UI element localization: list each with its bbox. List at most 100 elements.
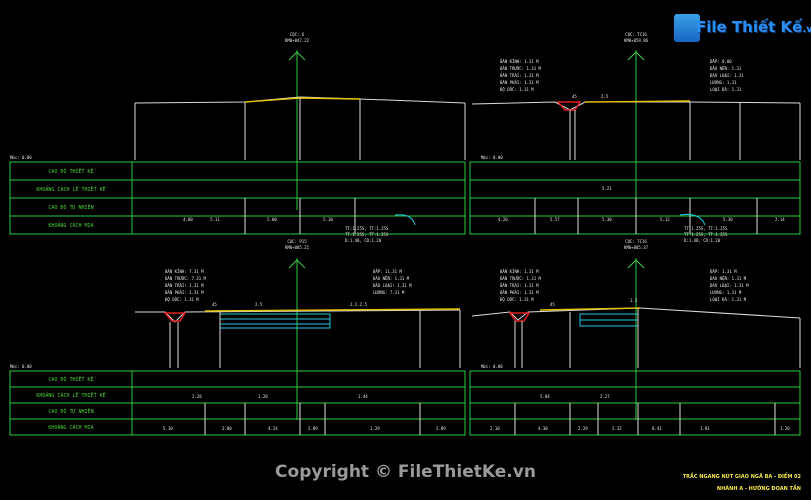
svg-text:2.10: 2.10	[490, 426, 500, 431]
svg-text:BÁN PHẢI: 1.31 M: BÁN PHẢI: 1.31 M	[500, 290, 539, 295]
svg-text:CAO ĐỘ THIẾT KẾ: CAO ĐỘ THIẾT KẾ	[48, 375, 96, 383]
svg-text:Mức: 0.00: Mức: 0.00	[10, 364, 32, 369]
svg-text:CỌC: TC16: CỌC: TC16	[625, 239, 647, 244]
svg-text:LOẠI ĐÁ: 1.31: LOẠI ĐÁ: 1.31	[710, 87, 742, 92]
svg-text:Mức: 0.00: Mức: 0.00	[481, 155, 503, 160]
svg-text:KHOẢNG CÁCH LỀ THIẾT KẾ: KHOẢNG CÁCH LỀ THIẾT KẾ	[36, 391, 108, 399]
svg-text:BÁN TRƯỚC: 1.31 M: BÁN TRƯỚC: 1.31 M	[500, 276, 542, 281]
svg-text:ĐÀO LOẠI: 1.31: ĐÀO LOẠI: 1.31	[710, 73, 744, 78]
svg-text:KHOẢNG CÁCH MIA: KHOẢNG CÁCH MIA	[48, 423, 93, 431]
svg-text:4.24: 4.24	[268, 426, 278, 431]
svg-text:1.29: 1.29	[370, 426, 380, 431]
svg-text:2.89: 2.89	[308, 426, 318, 431]
stake-label: CỌC: TC16	[625, 32, 647, 37]
svg-text:5.21: 5.21	[602, 186, 612, 191]
svg-text:ĐÀO NỀN: 1.31 M: ĐÀO NỀN: 1.31 M	[710, 276, 747, 281]
mia-value: 5.10	[323, 217, 333, 222]
svg-text:BÁN KÍNH: 1.31 M: BÁN KÍNH: 1.31 M	[500, 59, 539, 64]
copyright-watermark: Copyright © FileThietKe.vn	[275, 462, 536, 482]
info-block-right: ĐẮP: 1.31 M ĐÀO NỀN: 1.31 M ĐÀO LOẠI: 1.…	[710, 269, 749, 302]
svg-text:2.27: 2.27	[600, 394, 610, 399]
svg-text:ĐÀO NỀN: 1.31: ĐÀO NỀN: 1.31	[710, 66, 742, 71]
svg-text:45: 45	[550, 302, 555, 307]
svg-text:3.00: 3.00	[222, 426, 232, 431]
svg-text:1.44: 1.44	[358, 394, 368, 399]
svg-text:2.89: 2.89	[436, 426, 446, 431]
svg-text:4.30: 4.30	[538, 426, 548, 431]
svg-text:LƯƠNG: 1.31: LƯƠNG: 1.31	[710, 80, 737, 85]
logo-domain: .vn	[802, 24, 811, 35]
svg-text:5.30: 5.30	[602, 217, 612, 222]
svg-text:ĐỘ DỐC: 1.31 M: ĐỘ DỐC: 1.31 M	[500, 87, 534, 92]
svg-text:TT:1.25S, TT:1.25S: TT:1.25S, TT:1.25S	[345, 232, 389, 237]
svg-text:45: 45	[572, 94, 577, 99]
stake-label: CỌC: 6	[290, 32, 305, 37]
svg-text:BÁN PHẢI: 1.31 M: BÁN PHẢI: 1.31 M	[165, 290, 204, 295]
svg-text:BÁN KÍNH: 1.31 M: BÁN KÍNH: 1.31 M	[500, 269, 539, 274]
filethietke-logo: File Thiết Kế.vn	[674, 12, 811, 46]
info-block-left: BÁN KÍNH: 7.31 M BÁN TRƯỚC: 7.31 M BÁN T…	[165, 269, 207, 302]
svg-text:ĐÀO LOẠI: 1.31 M: ĐÀO LOẠI: 1.31 M	[373, 283, 412, 288]
svg-text:5.12: 5.12	[660, 217, 670, 222]
info-block-right: ĐẮP: 0.00 ĐÀO NỀN: 1.31 ĐÀO LOẠI: 1.31 L…	[710, 59, 744, 92]
svg-text:LƯƠNG: 7.31 M: LƯƠNG: 7.31 M	[373, 290, 405, 295]
title-block-line-1: TRẮC NGANG NÚT GIAO NGÃ BA - ĐIỂM 02	[682, 474, 801, 480]
svg-text:ĐỘ DỐC: 1.31 M: ĐỘ DỐC: 1.31 M	[500, 297, 534, 302]
svg-text:LOẠI ĐÁ: 1.31 M: LOẠI ĐÁ: 1.31 M	[710, 297, 747, 302]
svg-text:BÁN TRÁI: 1.31 M: BÁN TRÁI: 1.31 M	[165, 283, 204, 288]
svg-text:2.14: 2.14	[775, 217, 785, 222]
svg-text:ĐÀO LOẠI: 1.31 M: ĐÀO LOẠI: 1.31 M	[710, 283, 749, 288]
info-block-right: ĐẮP: 11.31 M ĐÀO NỀN: 1.31 M ĐÀO LOẠI: 1…	[373, 269, 412, 295]
culvert-shape	[556, 101, 582, 111]
svg-text:CỌC: P15: CỌC: P15	[287, 239, 307, 244]
svg-text:5.10: 5.10	[163, 426, 173, 431]
svg-text:TT:1.25S, TT:1.25S: TT:1.25S, TT:1.25S	[684, 226, 728, 231]
row-label-mia: KHOẢNG CÁCH MIA	[48, 221, 93, 229]
row-label-design-elev: CAO ĐỘ THIẾT KẾ	[48, 167, 96, 175]
svg-text:BÁN PHẢI: 1.31 M: BÁN PHẢI: 1.31 M	[500, 80, 539, 85]
svg-text:45: 45	[212, 302, 217, 307]
svg-text:2.32: 2.32	[612, 426, 622, 431]
svg-text:ĐẮP: 1.31 M: ĐẮP: 1.31 M	[710, 269, 737, 274]
svg-text:0.41: 0.41	[652, 426, 662, 431]
svg-text:1.2.2.5: 1.2.2.5	[350, 302, 367, 307]
svg-text:BÁN TRƯỚC: 7.31 M: BÁN TRƯỚC: 7.31 M	[165, 276, 207, 281]
logo-text: File Thiết Kế	[696, 18, 803, 36]
mia-value: 4.80	[183, 217, 193, 222]
cross-section-3: CỌC: P15 KM0+085.21 BÁN KÍNH: 7.31 M BÁN…	[9, 214, 466, 436]
row-label-natural-elev: CAO ĐỘ TỰ NHIÊN	[48, 203, 93, 211]
station-label: KM0+047.22	[285, 38, 310, 43]
svg-text:D:1.40, CD:1.20: D:1.40, CD:1.20	[345, 238, 382, 243]
datum-label: Mức: 0.00	[10, 155, 32, 160]
svg-text:BÁN KÍNH: 7.31 M: BÁN KÍNH: 7.31 M	[165, 269, 204, 274]
svg-text:BÁN TRƯỚC: 1.31 M: BÁN TRƯỚC: 1.31 M	[500, 66, 542, 71]
svg-text:KM0+085.37: KM0+085.37	[624, 245, 649, 250]
svg-text:ĐẮP: 11.31 M: ĐẮP: 11.31 M	[373, 269, 402, 274]
svg-text:BÁN TRÁI: 1.31 M: BÁN TRÁI: 1.31 M	[500, 73, 539, 78]
svg-text:KM0+085.21: KM0+085.21	[285, 245, 310, 250]
svg-text:BÁN TRÁI: 1.31 M: BÁN TRÁI: 1.31 M	[500, 283, 539, 288]
svg-text:1.81: 1.81	[700, 426, 710, 431]
svg-text:TT:1.25S, TT:1.25S: TT:1.25S, TT:1.25S	[684, 232, 728, 237]
cross-section-4: CỌC: TC16 KM0+085.37 BÁN KÍNH: 1.31 M BÁ…	[469, 239, 801, 436]
svg-text:2.5: 2.5	[255, 302, 263, 307]
info-block-left: BÁN KÍNH: 1.31 M BÁN TRƯỚC: 1.31 M BÁN T…	[500, 59, 542, 92]
svg-text:ĐÀO NỀN: 1.31 M: ĐÀO NỀN: 1.31 M	[373, 276, 410, 281]
logo-icon	[674, 14, 700, 42]
svg-text:ĐẮP: 0.00: ĐẮP: 0.00	[710, 59, 732, 64]
station-label: KM0+059.86	[624, 38, 649, 43]
title-block-line-2: NHÁNH A - HƯỚNG ĐOAN TẦN	[716, 486, 801, 492]
info-block-left: BÁN KÍNH: 1.31 M BÁN TRƯỚC: 1.31 M BÁN T…	[500, 269, 542, 302]
svg-text:ĐỘ DỐC: 1.31 M: ĐỘ DỐC: 1.31 M	[165, 297, 199, 302]
svg-text:4.20: 4.20	[498, 217, 508, 222]
svg-text:2.5: 2.5	[601, 94, 609, 99]
svg-text:Mức: 0.00: Mức: 0.00	[481, 364, 503, 369]
svg-text:1.20: 1.20	[780, 426, 790, 431]
svg-text:TT:1.25S, TT:1.25S: TT:1.25S, TT:1.25S	[345, 226, 389, 231]
svg-text:2.29: 2.29	[578, 426, 588, 431]
svg-text:5.84: 5.84	[540, 394, 550, 399]
svg-text:5.57: 5.57	[550, 217, 560, 222]
cross-section-1: CỌC: 6 KM0+047.22 Mức: 0.00 CAO ĐỘ THIẾT…	[9, 32, 466, 235]
mia-value: 5.00	[267, 217, 277, 222]
